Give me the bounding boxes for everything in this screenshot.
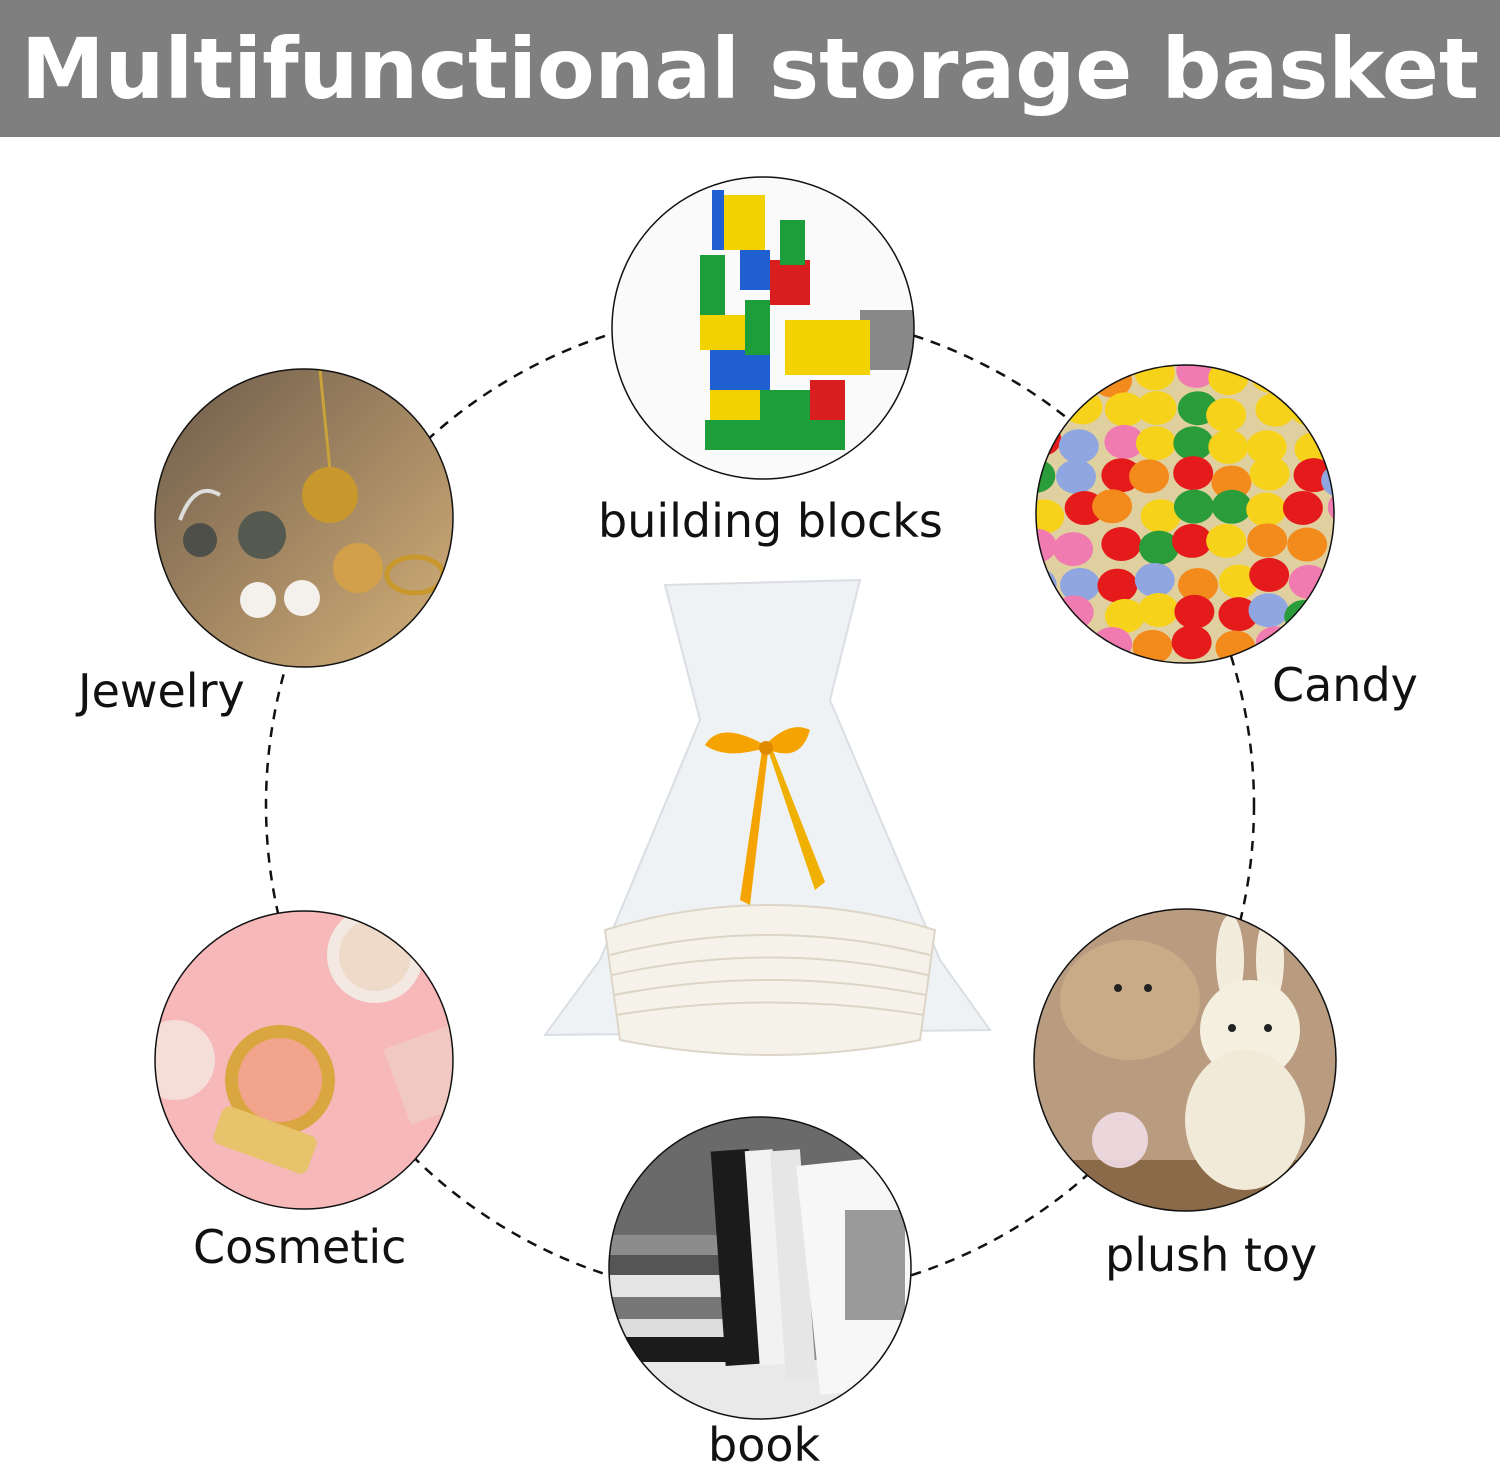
- basket-with-gift-bag-image: [543, 578, 992, 1056]
- candy-piece: [1246, 492, 1287, 527]
- candy-piece: [1092, 489, 1133, 524]
- candy-piece: [1056, 365, 1097, 393]
- candy-piece: [1331, 529, 1334, 564]
- candy-piece: [1211, 489, 1252, 524]
- candy-piece: [1101, 527, 1142, 562]
- candy-piece: [1173, 426, 1214, 461]
- candy-piece: [1331, 598, 1334, 633]
- candy-piece: [1134, 365, 1175, 391]
- candy-piece: [1036, 392, 1058, 427]
- candy-piece: [1058, 635, 1099, 663]
- candy-piece: [1134, 562, 1175, 597]
- candy-piece: [1036, 601, 1062, 636]
- candy-piece: [1172, 523, 1213, 558]
- candy-piece: [1173, 456, 1214, 491]
- page-title: Multifunctional storage basket: [20, 19, 1480, 118]
- candy-piece: [1104, 598, 1145, 633]
- candy-piece: [1140, 499, 1181, 534]
- candy-piece: [1036, 627, 1067, 662]
- candy-image: [1036, 365, 1334, 663]
- cosmetic-image: [155, 911, 453, 1209]
- candy-piece: [1053, 532, 1094, 567]
- candy-piece: [1171, 625, 1212, 660]
- candy-piece: [1132, 629, 1173, 663]
- candy-piece: [1249, 557, 1290, 592]
- candy-piece: [1329, 428, 1334, 463]
- candy-piece: [1328, 388, 1334, 423]
- candy-piece: [1284, 599, 1325, 634]
- book-image: [609, 1117, 911, 1419]
- candy-piece: [1289, 391, 1330, 426]
- candy-piece: [1248, 593, 1289, 628]
- candy-piece: [1206, 523, 1247, 558]
- candy-piece: [1250, 365, 1291, 393]
- label-building-blocks: building blocks: [598, 494, 943, 548]
- candy-piece: [1036, 458, 1056, 493]
- candy-piece: [1135, 426, 1176, 461]
- candy-piece: [1247, 523, 1288, 558]
- candy-piece: [1176, 365, 1217, 388]
- candy-piece: [1173, 489, 1214, 524]
- candy-piece: [1059, 567, 1100, 602]
- candy-piece: [1136, 390, 1177, 425]
- label-jewelry: Jewelry: [78, 664, 245, 718]
- candy-piece: [1218, 597, 1259, 632]
- candy-piece: [1062, 390, 1103, 425]
- label-candy: Candy: [1272, 658, 1418, 712]
- candy-piece: [1218, 564, 1259, 599]
- candy-piece: [1104, 392, 1145, 427]
- candy-piece: [1208, 429, 1249, 464]
- candy-piece: [1281, 365, 1322, 399]
- candy-piece: [1287, 527, 1328, 562]
- candy-piece: [1036, 567, 1057, 602]
- candy-piece: [1206, 398, 1247, 433]
- candy-piece: [1139, 530, 1180, 565]
- candy-piece: [1255, 392, 1296, 427]
- plush-toy-image: [1034, 909, 1336, 1211]
- label-cosmetic: Cosmetic: [193, 1220, 407, 1274]
- candy-piece: [1246, 430, 1287, 465]
- candy-piece: [1178, 567, 1219, 602]
- candy-piece: [1282, 490, 1323, 525]
- candy-piece: [1208, 365, 1249, 396]
- candy-piece: [1215, 630, 1256, 663]
- candy-piece: [1104, 424, 1145, 459]
- candy-piece: [1058, 429, 1099, 464]
- candy-piece: [1174, 594, 1215, 629]
- candy-piece: [1138, 593, 1179, 628]
- candy-piece: [1211, 465, 1252, 500]
- candy-piece: [1056, 459, 1097, 494]
- label-book: book: [708, 1418, 821, 1472]
- building-blocks-image: [612, 177, 914, 479]
- candy-piece: [1036, 528, 1057, 563]
- candy-piece: [1249, 456, 1290, 491]
- label-plush-toy: plush toy: [1105, 1228, 1318, 1282]
- candy-piece: [1329, 566, 1334, 601]
- candy-piece: [1320, 365, 1334, 393]
- jewelry-image: [155, 369, 453, 667]
- candy-piece: [1129, 459, 1170, 494]
- candy-piece: [1036, 499, 1065, 534]
- header-bar: Multifunctional storage basket: [0, 0, 1500, 137]
- candy-piece: [1036, 422, 1062, 457]
- candy-piece: [1097, 568, 1138, 603]
